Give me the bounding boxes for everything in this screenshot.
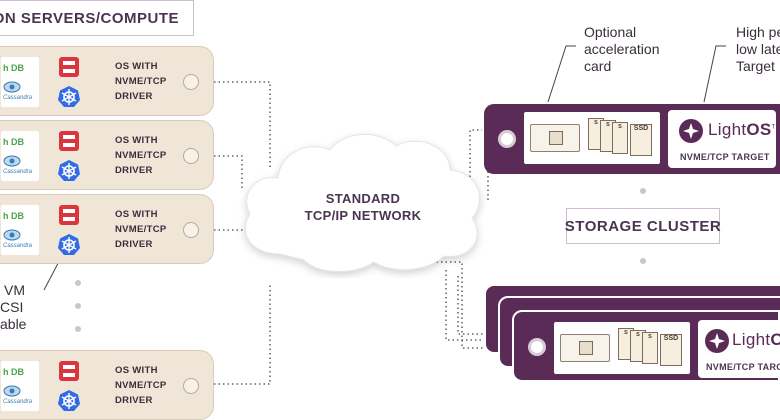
nvme-tcp-target-label: NVME/TCP TARGET <box>706 362 780 372</box>
storage-cluster-title: STORAGE CLUSTER <box>564 217 722 235</box>
database-logo: h DB Cassandra <box>1 361 39 411</box>
lightos-panel: LightOSTM NVME/TCP TARGET <box>668 110 780 168</box>
lightos-panel: LightOS NVME/TCP TARGET <box>698 320 780 378</box>
cassandra-label: Cassandra <box>3 399 33 405</box>
database-logo: h DB Cassandra <box>1 205 39 255</box>
lightos-logo-icon <box>705 329 729 353</box>
storage-node-2: S S S SSD LightOS NVME/TCP TARGET <box>512 310 780 382</box>
kubernetes-icon <box>58 390 80 411</box>
openstack-icon <box>59 205 79 225</box>
cassandra-eye-icon <box>3 81 21 93</box>
openstack-icon <box>59 57 79 77</box>
network-port-icon <box>183 378 199 394</box>
accel-card-annotation: Optional acceleration card <box>584 24 660 74</box>
storage-cluster-header: STORAGE CLUSTER <box>564 208 722 244</box>
network-title: STANDARD TCP/IP NETWORK <box>304 191 422 223</box>
ellipsis-dot <box>640 188 646 194</box>
network-port-icon <box>498 130 516 148</box>
network-cloud-icon <box>244 133 481 273</box>
openstack-icon <box>59 131 79 151</box>
ellipsis-dot <box>640 258 646 264</box>
ssd-drive: S <box>642 332 658 364</box>
performance-annotation: High pe low late Target <box>736 24 780 74</box>
database-logo: h DB Cassandra <box>1 57 39 107</box>
application-servers-title: ATION SERVERS/COMPUTE <box>0 9 179 27</box>
ellipsis-dot <box>75 303 81 309</box>
cassandra-label: Cassandra <box>3 243 33 249</box>
ellipsis-dot <box>75 280 81 286</box>
ssd-drive: SSD <box>660 334 682 366</box>
nvme-tcp-target-label: NVME/TCP TARGET <box>680 152 770 162</box>
kubernetes-icon <box>58 234 80 255</box>
acceleration-card-icon <box>530 124 580 152</box>
kubernetes-icon <box>58 86 80 107</box>
network-port-icon <box>528 338 546 356</box>
kubernetes-icon <box>58 160 80 181</box>
database-logo: h DB Cassandra <box>1 131 39 181</box>
openstack-icon <box>59 361 79 381</box>
ssd-drive: SSD <box>630 124 652 156</box>
storage-node-1: S S S SSD LightOSTM NVME/TCP TARGET <box>484 104 780 174</box>
ssd-drive: S <box>612 122 628 154</box>
acceleration-card-icon <box>560 334 610 362</box>
application-servers-header: ATION SERVERS/COMPUTE <box>0 0 194 36</box>
lightos-brand: LightOS <box>732 330 780 349</box>
network-port-icon <box>183 148 199 164</box>
network-port-icon <box>183 222 199 238</box>
lightos-brand: LightOSTM <box>708 120 780 139</box>
cassandra-eye-icon <box>3 385 21 397</box>
cassandra-eye-icon <box>3 155 21 167</box>
cassandra-eye-icon <box>3 229 21 241</box>
cassandra-label: Cassandra <box>3 95 33 101</box>
side-annotation: VM CSI able <box>0 282 27 332</box>
ellipsis-dot <box>75 326 81 332</box>
lightos-logo-icon <box>679 119 703 143</box>
network-port-icon <box>183 74 199 90</box>
cassandra-label: Cassandra <box>3 169 33 175</box>
